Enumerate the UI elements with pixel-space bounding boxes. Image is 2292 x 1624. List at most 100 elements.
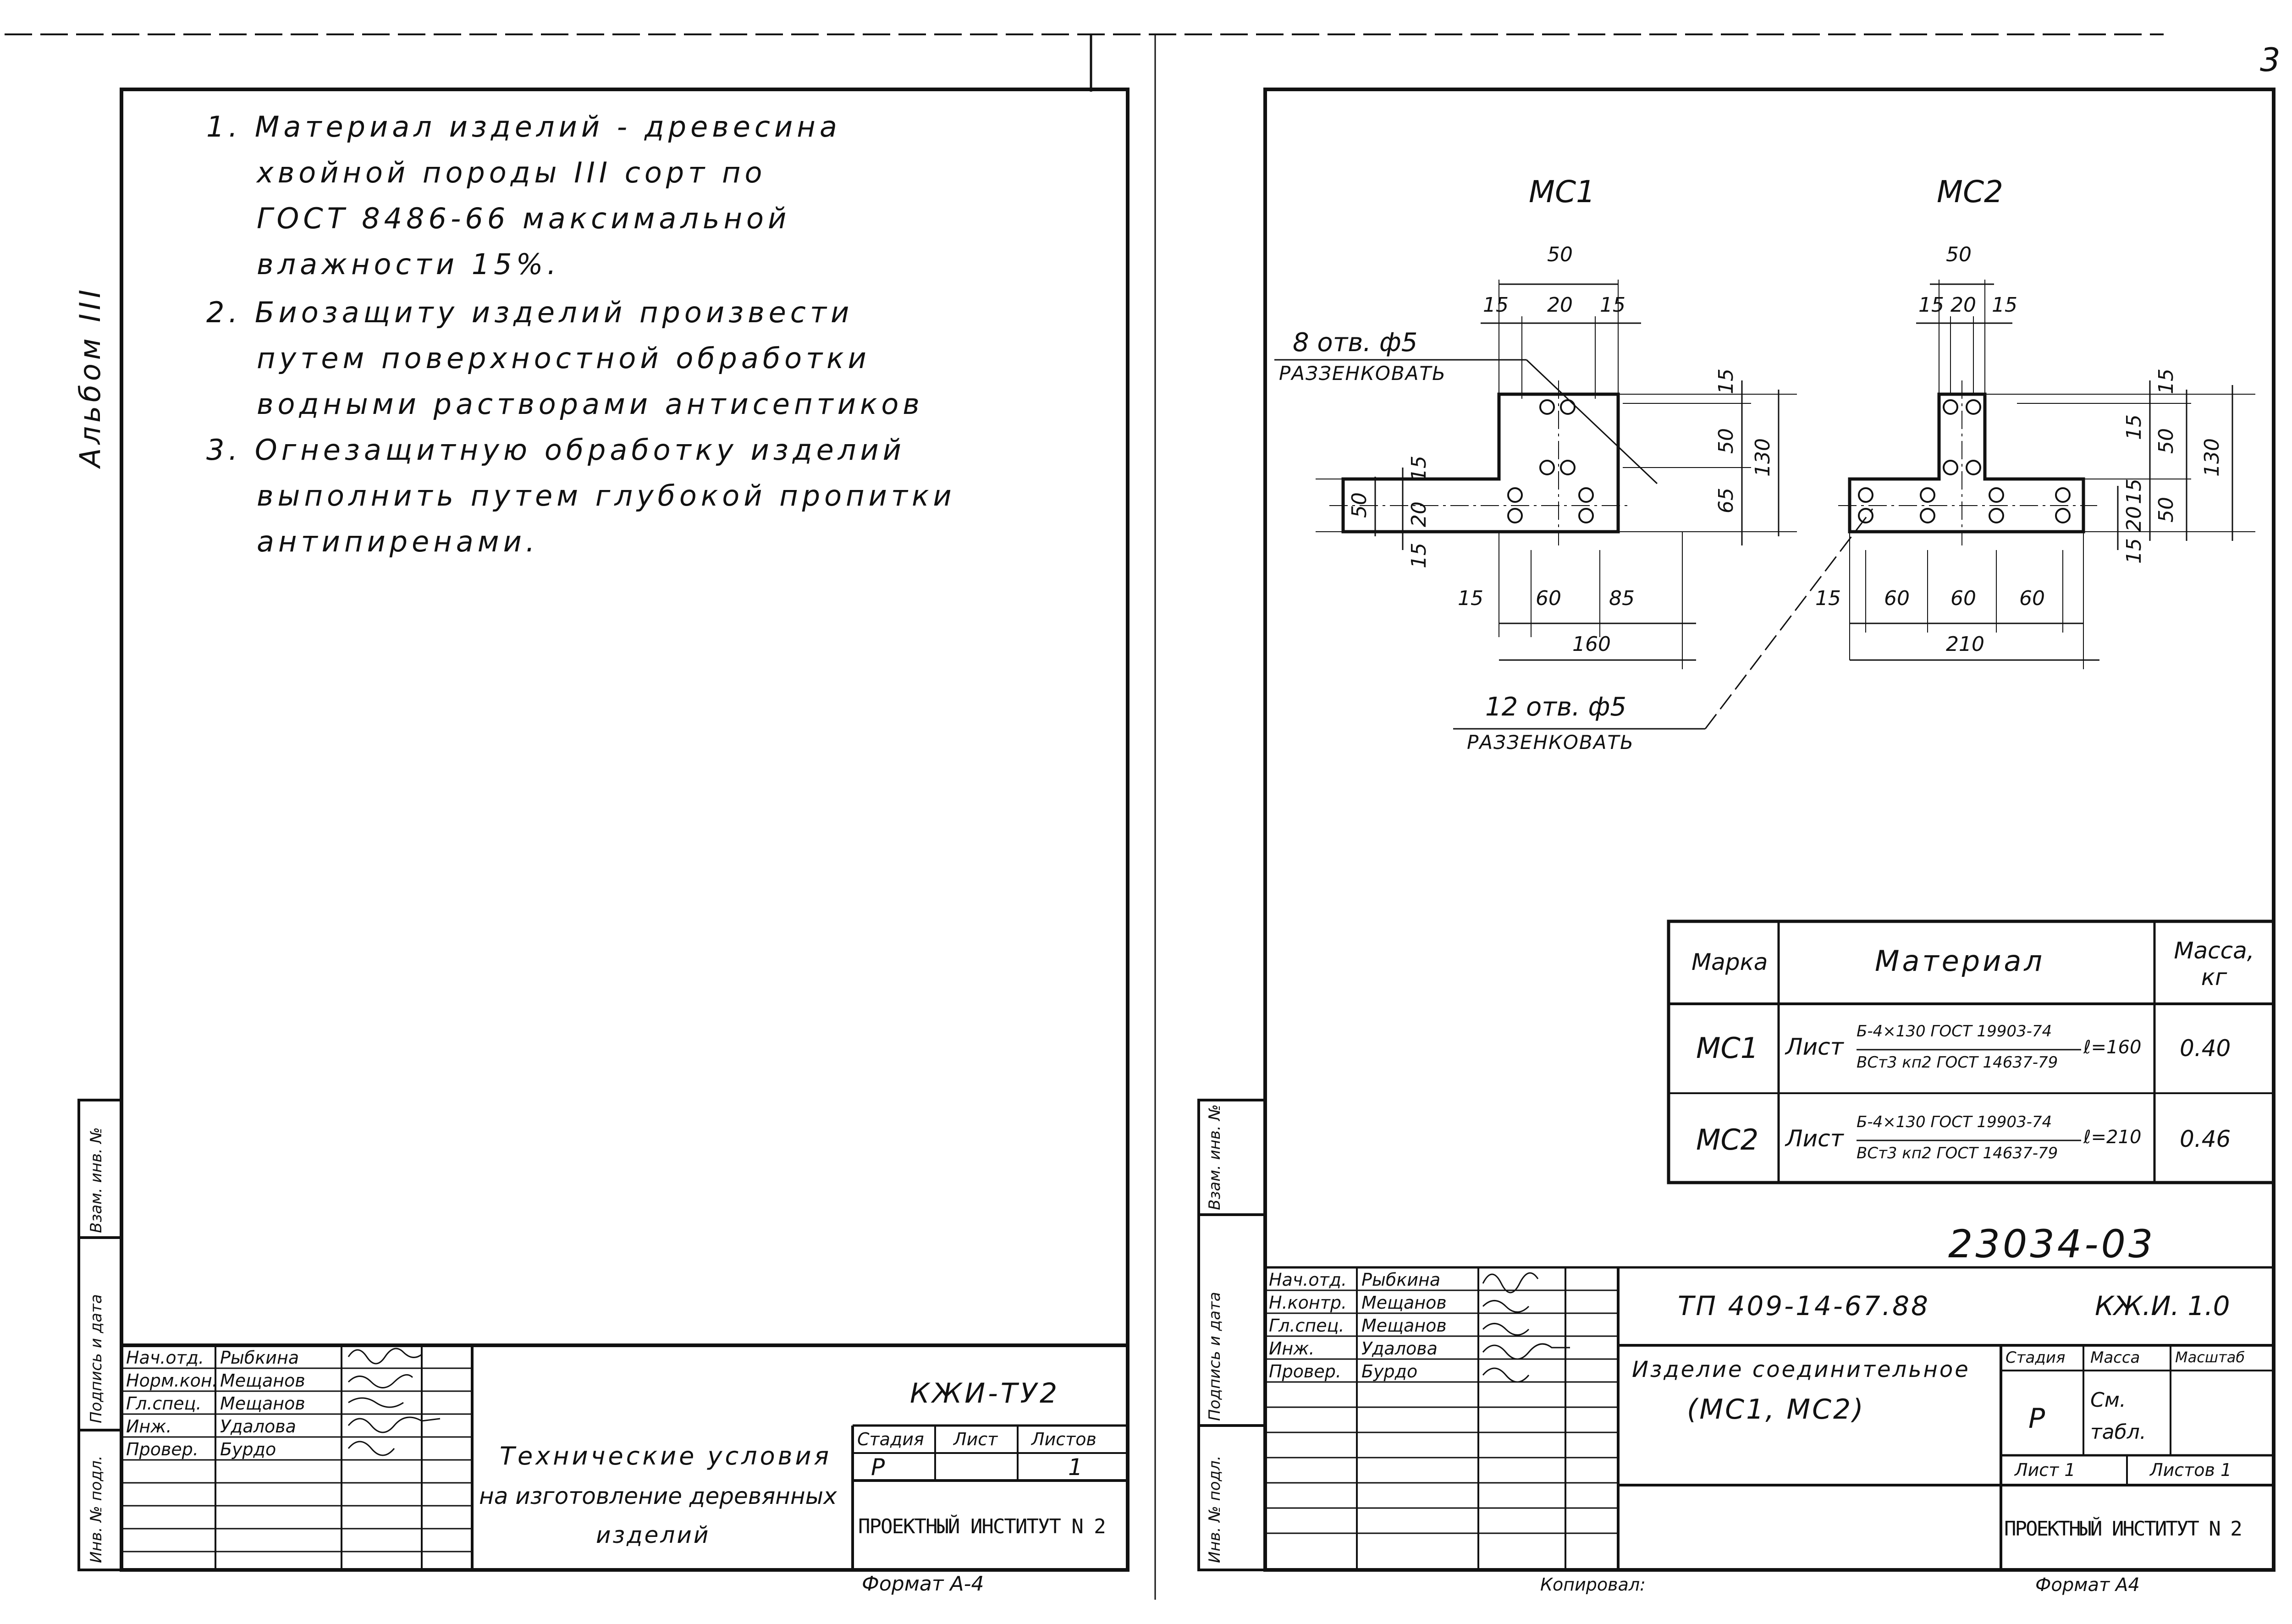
left-stamp-sheets-header: Листов bbox=[1031, 1429, 1096, 1449]
dim-label: 15 bbox=[1407, 543, 1431, 568]
left-stamp-stage: Р bbox=[871, 1454, 885, 1481]
stamp-name: Мещанов bbox=[1361, 1316, 1447, 1336]
note-line: 3. Огнезащитную обработку изделий bbox=[206, 433, 905, 467]
spec-row-length: ℓ=210 bbox=[2083, 1127, 2142, 1148]
dim-label: 15 bbox=[1815, 587, 1841, 610]
page-number: 3 bbox=[2260, 41, 2281, 79]
stamp-name: Удалова bbox=[1361, 1338, 1438, 1359]
spec-row-type: Лист bbox=[1785, 1125, 1844, 1152]
spec-row-length: ℓ=160 bbox=[2083, 1037, 2142, 1058]
dim-label: 130 bbox=[2200, 438, 2224, 477]
stamp-name: Рыбкина bbox=[220, 1348, 299, 1368]
dim-label: 20 bbox=[1407, 501, 1431, 527]
note-line: ГОСТ 8486-66 максимальной bbox=[257, 202, 791, 235]
stamp-name: Бурдо bbox=[220, 1439, 276, 1459]
right-stamp-sheet: Лист 1 bbox=[2015, 1460, 2076, 1480]
countersink-note-mc2: раззенковать bbox=[1467, 731, 1634, 754]
right-stamp-project: ТП 409-14-67.88 bbox=[1678, 1290, 1930, 1321]
right-stamp-title-1: Изделие соединительное bbox=[1632, 1357, 1970, 1382]
dim-label: 50 bbox=[2154, 428, 2178, 454]
dim-label: 210 bbox=[1946, 633, 1984, 656]
note-line: выполнить путем глубокой пропитки bbox=[257, 479, 956, 512]
stamp-role: Нач.отд. bbox=[1269, 1270, 1347, 1290]
stamp-role: Инж. bbox=[126, 1416, 172, 1437]
dim-label: 15 bbox=[1992, 293, 2017, 317]
stamp-name: Рыбкина bbox=[1361, 1270, 1441, 1290]
dim-label: 60 bbox=[1536, 587, 1561, 610]
dim-label: 20 bbox=[1950, 293, 1976, 317]
dim-label: 160 bbox=[1572, 633, 1611, 656]
left-stamp-title-1: Технические условия bbox=[500, 1442, 832, 1470]
left-stamp-sheet-header: Лист bbox=[953, 1429, 998, 1449]
stamp-role: Норм.кон. bbox=[126, 1371, 218, 1391]
stamp-name: Мещанов bbox=[220, 1371, 305, 1391]
side-col-vzam-inv: Взам. инв. № bbox=[1206, 1104, 1224, 1210]
dim-label: 50 bbox=[1547, 243, 1573, 266]
right-stamp-code: КЖ.И. 1.0 bbox=[2095, 1290, 2230, 1321]
stamp-name: Мещанов bbox=[1361, 1293, 1447, 1313]
side-col-inv-podl: Инв. № подл. bbox=[87, 1455, 105, 1563]
side-col-signature-date: Подпись и дата bbox=[87, 1294, 105, 1423]
spec-row-profile: Б-4×130 ГОСТ 19903-74 bbox=[1857, 1022, 2052, 1040]
mc2-title: МС2 bbox=[1937, 174, 2004, 209]
dim-label: 15 bbox=[1407, 456, 1431, 481]
note-line: путем поверхностной обработки bbox=[257, 341, 871, 375]
dim-label: 60 bbox=[2019, 587, 2045, 610]
stamp-role: Провер. bbox=[1269, 1361, 1341, 1382]
album-label: Альбом III bbox=[73, 286, 107, 468]
spec-row-profile: Б-4×130 ГОСТ 19903-74 bbox=[1857, 1113, 2052, 1131]
left-stamp-sheets: 1 bbox=[1068, 1454, 1083, 1481]
right-stamp-stage: Р bbox=[2028, 1403, 2045, 1435]
dim-label: 50 bbox=[1348, 492, 1371, 518]
countersink-note-mc1: раззенковать bbox=[1279, 362, 1446, 385]
dim-label: 15 bbox=[2122, 414, 2146, 440]
dim-label: 15 bbox=[1483, 293, 1509, 317]
doc-number: 23034-03 bbox=[1948, 1222, 2156, 1266]
stamp-role: Нач.отд. bbox=[126, 1348, 204, 1368]
right-stamp-title-2: (МС1, МС2) bbox=[1687, 1393, 1865, 1426]
right-stamp-stage-header: Стадия bbox=[2006, 1349, 2066, 1367]
dim-label: 60 bbox=[1884, 587, 1910, 610]
side-col-inv-podl: Инв. № подл. bbox=[1206, 1455, 1224, 1563]
note-line: 1. Материал изделий - древесина bbox=[206, 110, 841, 143]
left-format: Формат А-4 bbox=[862, 1572, 984, 1596]
dim-label: 15 bbox=[1918, 293, 1944, 317]
dim-label: 60 bbox=[1950, 587, 1976, 610]
stamp-name: Удалова bbox=[220, 1416, 296, 1437]
dim-label: 15 bbox=[1600, 293, 1625, 317]
spec-row-steel: ВСт3 кп2 ГОСТ 14637-79 bbox=[1857, 1053, 2058, 1072]
stamp-role: Гл.спец. bbox=[126, 1393, 202, 1414]
right-stamp-org: ПРОЕКТНЫЙ ИНСТИТУТ N 2 bbox=[2004, 1517, 2242, 1541]
dim-label: 85 bbox=[1609, 587, 1635, 610]
left-stamp-title-2: на изготовление деревянных bbox=[479, 1483, 837, 1509]
note-line: 2. Биозащиту изделий произвести bbox=[206, 296, 854, 329]
note-line: водными растворами антисептиков bbox=[257, 387, 924, 421]
left-stamp-org: ПРОЕКТНЫЙ ИНСТИТУТ N 2 bbox=[858, 1515, 1106, 1538]
dim-label: 15 bbox=[2154, 369, 2178, 394]
stamp-name: Бурдо bbox=[1361, 1361, 1418, 1382]
spec-header-mass: Масса, кг bbox=[2174, 937, 2254, 991]
dim-label: 20 bbox=[2122, 506, 2146, 532]
dim-label: 20 bbox=[1547, 293, 1573, 317]
dim-label: 15 bbox=[1458, 587, 1483, 610]
right-stamp-mass-value: См. табл. bbox=[2090, 1388, 2146, 1444]
dim-label: 50 bbox=[1946, 243, 1972, 266]
left-stamp-stage-header: Стадия bbox=[857, 1429, 924, 1449]
left-stamp-title-3: изделий bbox=[596, 1522, 711, 1548]
stamp-role: Н.контр. bbox=[1269, 1293, 1347, 1313]
dim-label: 65 bbox=[1714, 488, 1738, 513]
note-line: антипиренами. bbox=[257, 525, 539, 558]
spec-row-mass: 0.46 bbox=[2180, 1126, 2231, 1152]
spec-row-mass: 0.40 bbox=[2180, 1035, 2231, 1062]
hole-note-mc2: 12 отв. ф5 bbox=[1485, 692, 1627, 722]
right-stamp-mass-header: Масса bbox=[2090, 1349, 2140, 1367]
stamp-name: Мещанов bbox=[220, 1393, 305, 1414]
hole-note-mc1: 8 отв. ф5 bbox=[1293, 328, 1418, 358]
copied-label: Копировал: bbox=[1540, 1574, 1646, 1595]
spec-header-mark: Марка bbox=[1691, 949, 1768, 975]
dim-label: 50 bbox=[1714, 428, 1738, 454]
side-col-vzam-inv: Взам. инв. № bbox=[87, 1127, 105, 1233]
spec-row-mark: МС1 bbox=[1696, 1031, 1759, 1065]
dim-label: 50 bbox=[2154, 497, 2178, 523]
spec-row-mark: МС2 bbox=[1696, 1123, 1759, 1156]
